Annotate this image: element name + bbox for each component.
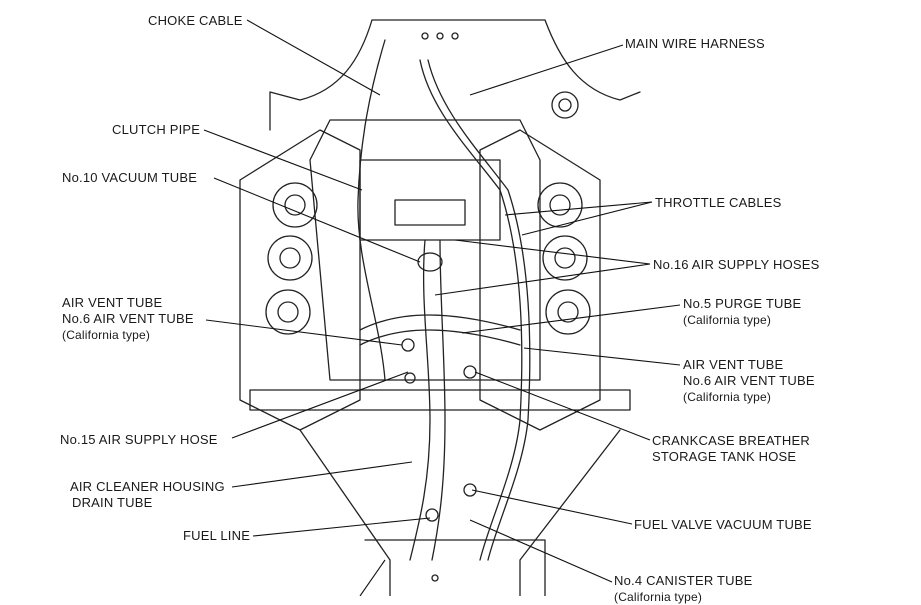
air-cleaner-housing-line1: AIR CLEANER HOUSING [70, 479, 225, 494]
leader-throttle-cables-2 [521, 201, 653, 236]
label-crankcase-breather: CRANKCASE BREATHER STORAGE TANK HOSE [652, 433, 810, 465]
leader-no4-canister [469, 519, 613, 583]
leader-air-vent-left [205, 319, 403, 346]
leader-air-cleaner-drain [231, 461, 413, 488]
air-cleaner-housing-line2: DRAIN TUBE [72, 495, 153, 510]
air-vent-tube-right-line2: No.6 AIR VENT TUBE [683, 373, 815, 388]
fitting-fuel-valve [463, 483, 477, 497]
leader-bottom [359, 559, 386, 596]
vacuum-fitting [417, 252, 443, 272]
label-fuel-valve-vacuum-tube: FUEL VALVE VACUUM TUBE [634, 517, 812, 532]
label-no5-purge-tube: No.5 PURGE TUBE (California type) [683, 296, 801, 328]
fitting-no15 [404, 372, 416, 384]
no4-canister-tube-line1: No.4 CANISTER TUBE [614, 573, 753, 588]
reservoir-cap [551, 91, 579, 119]
label-air-vent-tube-right: AIR VENT TUBE No.6 AIR VENT TUBE (Califo… [683, 357, 815, 405]
leader-throttle-cables-1 [504, 201, 653, 216]
label-no10-vacuum-tube: No.10 VACUUM TUBE [62, 170, 198, 185]
no4-canister-tube-california: (California type) [614, 590, 703, 604]
label-no4-canister-tube: No.4 CANISTER TUBE (California type) [614, 573, 752, 605]
label-air-cleaner-housing: AIR CLEANER HOUSING DRAIN TUBE [70, 479, 225, 511]
air-vent-tube-left-line2: No.6 AIR VENT TUBE [62, 311, 194, 326]
left-cylinder-bank [239, 129, 361, 431]
no5-purge-tube-line1: No.5 PURGE TUBE [683, 296, 802, 311]
fitting-crankcase [463, 365, 477, 379]
frame-crossmember [249, 389, 631, 411]
leader-air-vent-right [523, 347, 681, 366]
lower-frame [299, 429, 621, 596]
leader-no10-vacuum-tube [213, 177, 421, 263]
leader-crankcase-breather [474, 371, 651, 441]
label-fuel-line: FUEL LINE [183, 528, 251, 543]
label-clutch-pipe: CLUTCH PIPE [112, 122, 201, 137]
label-no15-air-supply-hose: No.15 AIR SUPPLY HOSE [60, 432, 218, 447]
engine-block [309, 119, 541, 381]
label-choke-cable: CHOKE CABLE [148, 13, 243, 28]
leader-choke-cable [246, 19, 381, 96]
leader-fuel-line [252, 517, 431, 537]
fitting-air-vent [401, 338, 415, 352]
air-vent-tube-right-california: (California type) [683, 390, 772, 404]
leader-clutch-pipe [203, 129, 363, 191]
label-main-wire-harness: MAIN WIRE HARNESS [625, 36, 765, 51]
leader-no16-2 [434, 263, 651, 296]
no5-purge-tube-california: (California type) [683, 313, 772, 327]
frame-outline [269, 19, 641, 131]
label-throttle-cables: THROTTLE CABLES [655, 195, 782, 210]
air-vent-tube-left-california: (California type) [62, 328, 151, 342]
air-vent-tube-left-line1: AIR VENT TUBE [62, 295, 163, 310]
air-vent-tube-right-line1: AIR VENT TUBE [683, 357, 784, 372]
crankcase-breather-line1: CRANKCASE BREATHER [652, 433, 810, 448]
choke-cable-line [357, 39, 386, 381]
leader-fuel-valve-vacuum [471, 489, 633, 525]
leader-no15-air-supply [231, 371, 409, 439]
label-no16-air-supply-hoses: No.16 AIR SUPPLY HOSES [653, 257, 820, 272]
fitting-fuel-line [425, 508, 439, 522]
leader-no16-1 [454, 239, 651, 265]
leader-no5-purge-tube [461, 304, 681, 334]
label-air-vent-tube-left: AIR VENT TUBE No.6 AIR VENT TUBE (Califo… [62, 295, 194, 343]
crankcase-breather-line2: STORAGE TANK HOSE [652, 449, 797, 464]
right-cylinder-bank [479, 129, 601, 431]
leader-main-wire-harness [469, 44, 624, 96]
main-harness-bundle [419, 59, 523, 561]
